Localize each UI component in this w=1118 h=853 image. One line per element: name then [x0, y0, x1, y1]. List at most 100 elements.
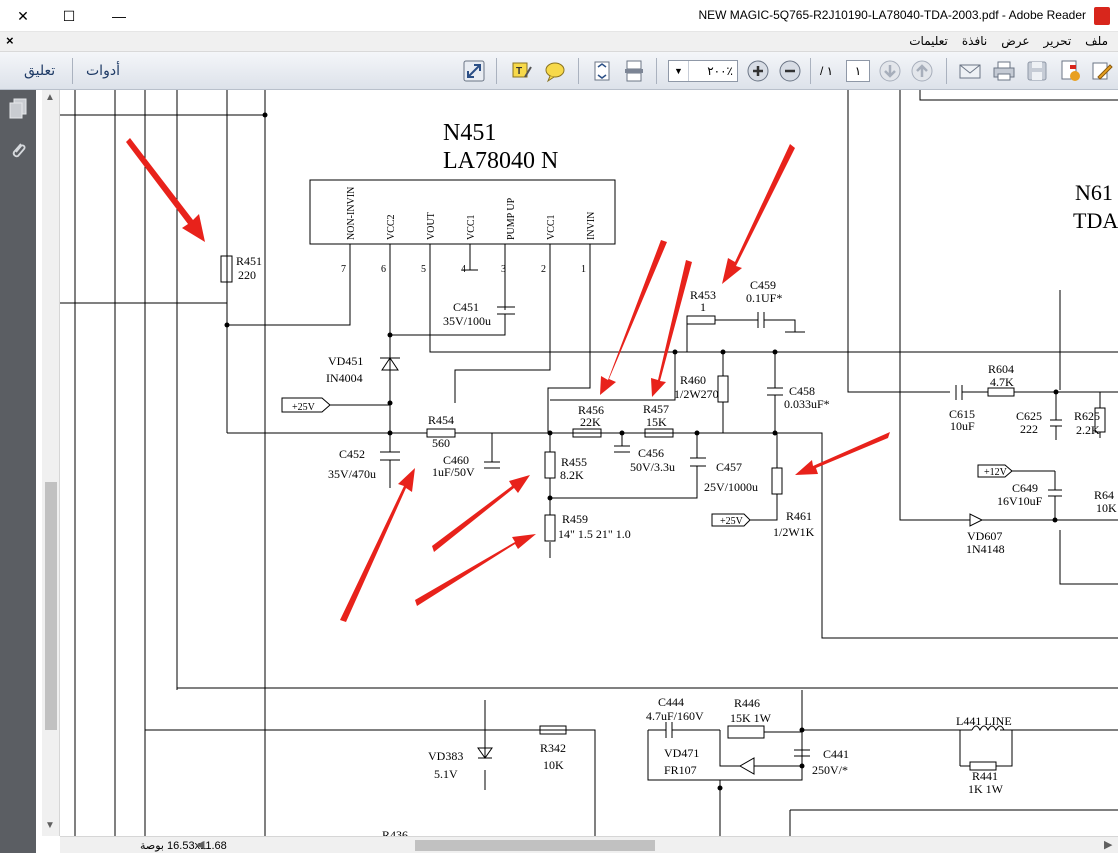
component-value: 1/2W270 [674, 387, 719, 401]
previous-page-icon[interactable] [910, 59, 934, 83]
pages-thumbnail-icon[interactable] [9, 98, 27, 120]
component-value: 560 [432, 436, 450, 450]
net-label: +25V [720, 516, 744, 527]
component-value: 4.7uF/160V [646, 709, 704, 723]
ic-reference: N451 [443, 120, 496, 146]
pin-name: INVIN [586, 212, 597, 240]
document-view[interactable]: N451 LA78040 N NON-INVIN VCC2 VOUT VCC1 … [60, 90, 1118, 836]
component-label: C649 [1012, 481, 1038, 495]
component-label: R604 [988, 362, 1014, 376]
menu-file[interactable]: ملف [1085, 34, 1108, 48]
component-value: 35V/470u [328, 467, 376, 481]
component-label: C459 [750, 278, 776, 292]
scroll-left-icon[interactable]: ◀ [196, 839, 205, 851]
menu-view[interactable]: عرض [1001, 34, 1030, 48]
fullscreen-icon[interactable] [462, 59, 486, 83]
toolbar-separator [810, 58, 811, 84]
component-label: C615 [949, 407, 975, 421]
menu-edit[interactable]: تحرير [1043, 34, 1072, 48]
horizontal-scrollbar[interactable]: 16.53x11.68 بوصة ◀ ▶ [60, 836, 1118, 853]
component-label: C456 [638, 446, 664, 460]
create-pdf-icon[interactable] [1058, 59, 1082, 83]
component-label: C460 [443, 453, 469, 467]
component-label: R456 [578, 403, 604, 417]
menu-help[interactable]: تعليمات [909, 34, 948, 48]
maximize-window-button[interactable]: ☐ [62, 7, 76, 24]
scroll-down-icon[interactable]: ▼ [45, 820, 55, 831]
chevron-down-icon[interactable]: ▼ [669, 61, 689, 81]
component-label: R460 [680, 373, 706, 387]
vertical-scroll-thumb[interactable] [45, 482, 57, 730]
window-title: NEW MAGIC-5Q765-R2J10190-LA78040-TDA-200… [698, 8, 1086, 22]
scroll-right-icon[interactable]: ▶ [1104, 839, 1113, 851]
component-label: R436 [382, 828, 408, 836]
component-value: 14" 1.5 21" 1.0 [558, 527, 631, 541]
annotation-arrows [126, 138, 890, 622]
zoom-out-icon[interactable] [778, 59, 802, 83]
component-value: 5.1V [434, 767, 458, 781]
component-label: R342 [540, 741, 566, 755]
schematic-page: N451 LA78040 N NON-INVIN VCC2 VOUT VCC1 … [60, 90, 1118, 836]
component-value: 0.1UF* [746, 291, 782, 305]
fit-page-icon[interactable] [590, 59, 614, 83]
red-arrow [432, 475, 530, 552]
red-arrow [415, 534, 536, 606]
tools-pane-link[interactable]: أدوات [86, 62, 120, 78]
pin-number: 5 [421, 264, 426, 275]
navigation-pane [0, 90, 36, 853]
vertical-scrollbar[interactable]: ▲ ▼ [42, 90, 60, 836]
comment-pane-link[interactable]: تعليق [24, 62, 56, 78]
sticky-note-icon[interactable] [543, 59, 567, 83]
scroll-up-icon[interactable]: ▲ [45, 92, 55, 103]
zoom-select[interactable]: ▼ ٢٠٠٪ [668, 60, 738, 82]
net-label: +12V [984, 467, 1008, 478]
next-page-icon[interactable] [878, 59, 902, 83]
menu-bar: × ملف تحرير عرض نافذة تعليمات [0, 32, 1118, 52]
component-value: 1/2W1K [773, 525, 815, 539]
component-value: 1K 1W [968, 782, 1004, 796]
component-label: C458 [789, 384, 815, 398]
component-label: L441 LINE [956, 714, 1012, 728]
horizontal-scroll-thumb[interactable] [415, 840, 655, 851]
component-value: 15K 1W [730, 711, 772, 725]
component-value: 16V10uF [997, 494, 1043, 508]
email-icon[interactable] [958, 59, 982, 83]
component-value: 1N4148 [966, 542, 1005, 556]
component-value: 1uF/50V [432, 465, 475, 479]
sign-icon[interactable] [1090, 59, 1114, 83]
component-value: 50V/3.3u [630, 460, 675, 474]
highlight-text-icon[interactable]: T [510, 59, 534, 83]
menu-window[interactable]: نافذة [961, 34, 988, 48]
component-label: VD471 [664, 746, 699, 760]
component-label: R459 [562, 512, 588, 526]
component-label: C457 [716, 460, 742, 474]
component-value: 10K [543, 758, 564, 772]
ic2-part-number: TDA [1073, 208, 1118, 233]
component-label: R451 [236, 254, 262, 268]
toolbar-separator [496, 58, 497, 84]
component-label: R446 [734, 696, 760, 710]
component-value: 4.7K [990, 375, 1014, 389]
component-value: 25V/1000u [704, 480, 758, 494]
close-document-button[interactable]: × [6, 33, 14, 48]
title-bar: ✕ ☐ — NEW MAGIC-5Q765-R2J10190-LA78040-T… [0, 0, 1118, 32]
close-window-button[interactable]: ✕ [17, 7, 29, 24]
save-icon[interactable] [1025, 59, 1049, 83]
minimize-window-button[interactable]: — [112, 8, 126, 24]
attachments-paperclip-icon[interactable] [9, 140, 27, 162]
component-label: C451 [453, 300, 479, 314]
red-arrow [722, 144, 795, 284]
page-total: / ١ [820, 64, 834, 78]
page-number-input[interactable]: ١ [846, 60, 870, 82]
print-icon[interactable] [992, 59, 1016, 83]
red-arrow [126, 138, 205, 242]
pin-number: 6 [381, 264, 386, 275]
scrolling-mode-icon[interactable] [622, 59, 646, 83]
component-label: R441 [972, 769, 998, 783]
pin-name: PUMP UP [506, 197, 517, 240]
toolbar: تعليق أدوات T ▼ ٢٠٠٪ / ١ ١ [0, 52, 1118, 90]
component-label: C444 [658, 695, 684, 709]
component-label: R625 [1074, 409, 1100, 423]
component-value: IN4004 [326, 371, 363, 385]
zoom-in-icon[interactable] [746, 59, 770, 83]
